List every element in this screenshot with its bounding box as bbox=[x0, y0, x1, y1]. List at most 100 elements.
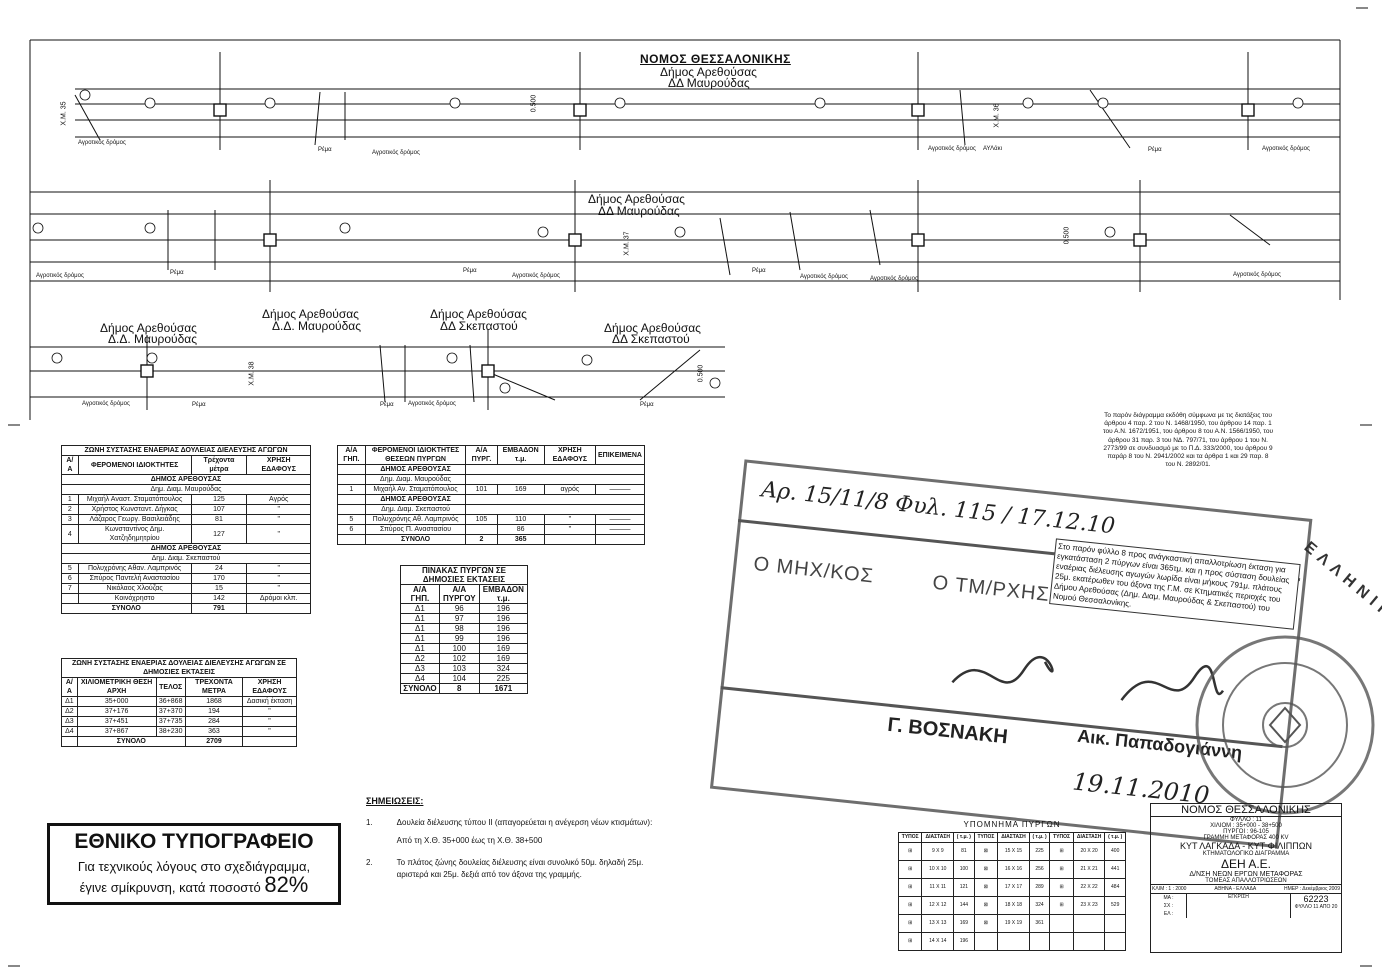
cell: 5 bbox=[61, 563, 79, 574]
tb-route: ΚΥΤ ΛΑΓΚΑΔΑ - ΚΥΤ ΦΙΛΙΠΠΩΝ bbox=[1179, 841, 1313, 851]
legend-header: ΤΥΠΟΣ bbox=[973, 832, 999, 843]
km-label: 0.500 bbox=[530, 94, 538, 113]
cell: 169 bbox=[496, 484, 545, 495]
total-count: 8 bbox=[438, 683, 480, 694]
legend-dim: 19 X 19 bbox=[997, 914, 1030, 933]
road-label: Αγροτικός δρόμος bbox=[408, 401, 456, 407]
header-prefecture: ΝΟΜΟΣ ΘΕΣΣΑΛΟΝΙΚΗΣ bbox=[640, 52, 791, 66]
table-public-towers: ΠΙΝΑΚΑΣ ΠΥΡΓΩΝ ΣΕ ΔΗΜΟΣΙΕΣ ΕΚΤΑΣΕΙΣ Α/Α … bbox=[400, 565, 529, 694]
cell: 102 bbox=[438, 653, 480, 664]
cell: 284 bbox=[184, 716, 244, 727]
cell: Χρήστος Κωνσταντ. Δήγκας bbox=[77, 504, 192, 515]
legend-area: 400 bbox=[1104, 842, 1126, 861]
printing-title: ΕΘΝΙΚΟ ΤΥΠΟΓΡΑΦΕΙΟ bbox=[74, 830, 314, 853]
note-subtext: Από τη Χ.Θ. 35+000 έως τη Χ.Θ. 38+500 bbox=[396, 836, 543, 845]
table-caption: ΖΩΝΗ ΣΥΣΤΑΣΗΣ ΕΝΑΕΡΙΑΣ ΔΟΥΛΕΙΑΣ ΔΙΕΛΕΥΣΗ… bbox=[61, 658, 297, 678]
legend-area: 225 bbox=[1028, 842, 1051, 861]
cell: 225 bbox=[478, 673, 529, 684]
legend-area: 81 bbox=[953, 842, 975, 861]
tb-el: ΕΛ : bbox=[1163, 911, 1174, 917]
legend-area: 289 bbox=[1028, 878, 1051, 897]
stream-label: Ρέμα bbox=[380, 402, 394, 408]
cell: 37+176 bbox=[76, 706, 157, 717]
cell: ——— bbox=[595, 524, 645, 535]
legend-area: 169 bbox=[953, 914, 975, 933]
cell: 98 bbox=[438, 623, 480, 634]
strip3-municipality-2: Δήμος Αρεθούσας bbox=[430, 307, 527, 321]
cell: 169 bbox=[478, 643, 529, 654]
cell: 97 bbox=[438, 613, 480, 624]
km-label: 0.500 bbox=[697, 364, 705, 383]
total-label: ΣΥΝΟΛΟ bbox=[76, 736, 186, 747]
cell: Δ1 bbox=[400, 633, 440, 644]
total-count: 2 bbox=[465, 534, 498, 545]
road-label: Αγροτικός δρόμος bbox=[36, 273, 84, 279]
legend-dim: 22 X 22 bbox=[1072, 878, 1106, 897]
cell: 35+000 bbox=[76, 696, 157, 707]
legend-header: ΔΙΑΣΤΑΣΗ bbox=[921, 832, 955, 843]
cell: 15 bbox=[190, 583, 248, 594]
cell: Δ2 bbox=[400, 653, 440, 664]
cell: 127 bbox=[190, 524, 248, 544]
legend-dim: 10 X 10 bbox=[921, 860, 955, 879]
printing-percent: 82% bbox=[264, 872, 309, 897]
national-printing-box: ΕΘΝΙΚΟ ΤΥΠΟΓΡΑΦΕΙΟ Για τεχνικούς λόγους … bbox=[47, 823, 341, 905]
tb-division: Δ/ΝΣΗ ΝΕΩΝ ΕΡΓΩΝ ΜΕΤΑΦΟΡΑΣ bbox=[1189, 871, 1303, 878]
approval-stamp: Αρ. 15/11/8 Φυλ. 115 / 17.12.10 Ο ΜΗΧ/ΚΟ… bbox=[709, 459, 1313, 849]
tb-chainage: ΧΙΛΙΟΜ : 35+000 - 38+500 bbox=[1210, 823, 1282, 829]
cell: 363 bbox=[184, 726, 244, 737]
strip2-district: ΔΔ Μαυρούδας bbox=[598, 204, 680, 218]
cell: 1 bbox=[337, 484, 366, 495]
signatures bbox=[951, 655, 1225, 701]
stream-label: Ρέμα bbox=[318, 147, 332, 153]
notes-section: ΣΗΜΕΙΩΣΕΙΣ: 1. Δουλεία διέλευσης τύπου Ι… bbox=[366, 795, 666, 891]
road-label: Αγροτικός δρόμος bbox=[1233, 272, 1281, 278]
cell: 110 bbox=[496, 514, 545, 525]
total-label: ΣΥΝΟΛΟ bbox=[364, 534, 467, 545]
cell: 1868 bbox=[184, 696, 244, 707]
strip-2 bbox=[30, 180, 1340, 292]
legend-dim: 20 X 20 bbox=[1072, 842, 1106, 861]
cell: Δ1 bbox=[400, 613, 440, 624]
strip-1 bbox=[74, 52, 1340, 150]
parcel-circles bbox=[32, 89, 1304, 394]
table-group-sub: Δημ. Διαμ. Σκεπαστού bbox=[364, 504, 467, 515]
cell: Μιχαήλ Αναστ. Σταματόπουλος bbox=[77, 494, 192, 505]
road-label: Αγροτικός δρόμος bbox=[1262, 146, 1310, 152]
cell: " bbox=[543, 514, 597, 525]
strip3-municipality-3: Δήμος Αρεθούσας bbox=[100, 321, 197, 335]
header-municipality: Δήμος Αρεθούσας bbox=[660, 65, 757, 79]
cell: 6 bbox=[337, 524, 366, 535]
table-easement-owners: ΖΩΝΗ ΣΥΣΤΑΣΗΣ ΕΝΑΕΡΙΑΣ ΔΟΥΛΕΙΑΣ ΔΙΕΛΕΥΣΗ… bbox=[61, 445, 311, 614]
cell: 81 bbox=[190, 514, 248, 525]
tb-date: ΗΜΕΡ : Δεκέμβριος 2009 bbox=[1284, 886, 1340, 892]
total-label: ΣΥΝΟΛΟ bbox=[400, 683, 440, 694]
cell: 37+451 bbox=[76, 716, 157, 727]
note-item: 1. Δουλεία διέλευσης τύπου ΙΙ (απαγορεύε… bbox=[366, 817, 666, 847]
note-number: 1. bbox=[366, 818, 373, 827]
tb-sector: ΤΟΜΕΑΣ ΑΠΑΛΛΟΤΡΙΩΣΕΩΝ bbox=[1205, 878, 1287, 884]
tb-ma: ΜΑ : bbox=[1163, 895, 1174, 901]
cell: 107 bbox=[190, 504, 248, 515]
table-header: ΤΕΛΟΣ bbox=[155, 677, 186, 697]
cell: " bbox=[246, 514, 311, 525]
legend-header: ΔΙΑΣΤΑΣΗ bbox=[997, 832, 1030, 843]
cell: Δ1 bbox=[61, 696, 78, 707]
stream-label: Ρέμα bbox=[1148, 147, 1162, 153]
table-group-sub: Δημ. Διαμ. Σκεπαστού bbox=[61, 553, 311, 564]
